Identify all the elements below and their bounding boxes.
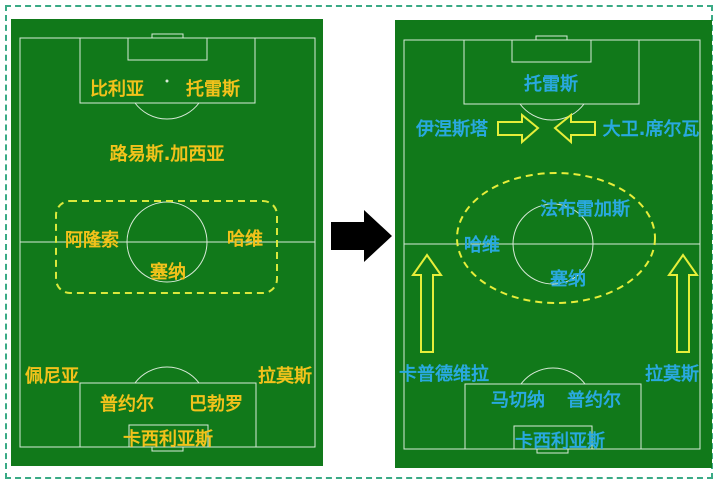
player-before-fullback-left: 佩尼亚 <box>25 366 79 387</box>
player-after-goalkeeper: 卡西利亚斯 <box>515 431 605 452</box>
right-arrow-icon <box>331 210 392 262</box>
player-after-cb-left: 马切纳 <box>491 390 545 411</box>
player-before-cb-left: 普约尔 <box>100 394 154 415</box>
player-before-attacking-mid: 路易斯.加西亚 <box>109 144 225 165</box>
player-before-mid-right: 哈维 <box>227 229 263 250</box>
player-after-mid-left: 哈维 <box>464 235 500 256</box>
player-before-mid-left: 阿隆索 <box>65 230 119 251</box>
player-before-fullback-right: 拉莫斯 <box>258 366 312 387</box>
player-after-fullback-left: 卡普德维拉 <box>399 364 489 385</box>
player-before-striker-left: 比利亚 <box>90 79 144 100</box>
pitch-before <box>11 19 323 466</box>
hollow-arrow-icon <box>553 112 596 145</box>
player-after-winger-right: 大卫.席尔瓦 <box>602 119 700 140</box>
player-before-cb-right: 巴勃罗 <box>189 394 243 415</box>
player-after-striker: 托雷斯 <box>524 74 578 95</box>
player-after-mid-attacking: 法布雷加斯 <box>540 199 630 220</box>
hollow-arrow-icon <box>497 112 540 145</box>
midfield-group-box <box>55 200 278 294</box>
player-after-mid-holding: 塞纳 <box>550 269 586 290</box>
player-after-winger-left: 伊涅斯塔 <box>416 119 488 140</box>
player-after-cb-right: 普约尔 <box>567 390 621 411</box>
player-after-fullback-right: 拉莫斯 <box>645 364 699 385</box>
player-before-mid-holding: 塞纳 <box>150 262 186 283</box>
player-before-striker-right: 托雷斯 <box>186 79 240 100</box>
hollow-up-arrow-icon <box>667 253 699 353</box>
player-before-goalkeeper: 卡西利亚斯 <box>123 429 213 450</box>
midfield-zone-ellipse <box>456 172 656 304</box>
hollow-up-arrow-icon <box>411 253 443 353</box>
pitch-after <box>395 20 712 468</box>
